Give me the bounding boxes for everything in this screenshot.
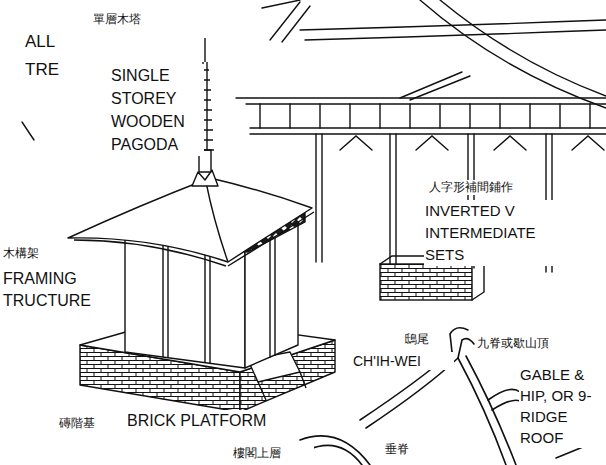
- part-label: FRAMING TRUCTURE: [2, 268, 112, 312]
- part-label: SINGLE STOREY WOODEN PAGODA: [110, 64, 204, 156]
- chinese-label: 人字形補間鋪作: [428, 180, 540, 195]
- chinese-label: 單層木塔: [92, 12, 164, 27]
- chinese-label: 磚階基: [58, 416, 120, 431]
- part-label: CH'IH-WEI: [352, 352, 454, 370]
- chinese-label: 九脊或歇山頂: [476, 336, 588, 351]
- chinese-label: 鴟尾: [404, 332, 446, 347]
- chinese-label: 樓閣上層: [232, 446, 314, 461]
- edge-text: TRE: [24, 58, 86, 82]
- part-label: BRICK PLATFORM: [126, 410, 298, 432]
- part-label: INVERTED V INTERMEDIATE SETS: [424, 200, 576, 266]
- edge-text: ALL: [24, 30, 86, 54]
- part-label: GABLE & HIP, OR 9-RIDGE ROOF: [519, 364, 603, 448]
- chinese-label: 垂脊: [384, 442, 426, 457]
- chinese-label: 木構架: [2, 246, 64, 261]
